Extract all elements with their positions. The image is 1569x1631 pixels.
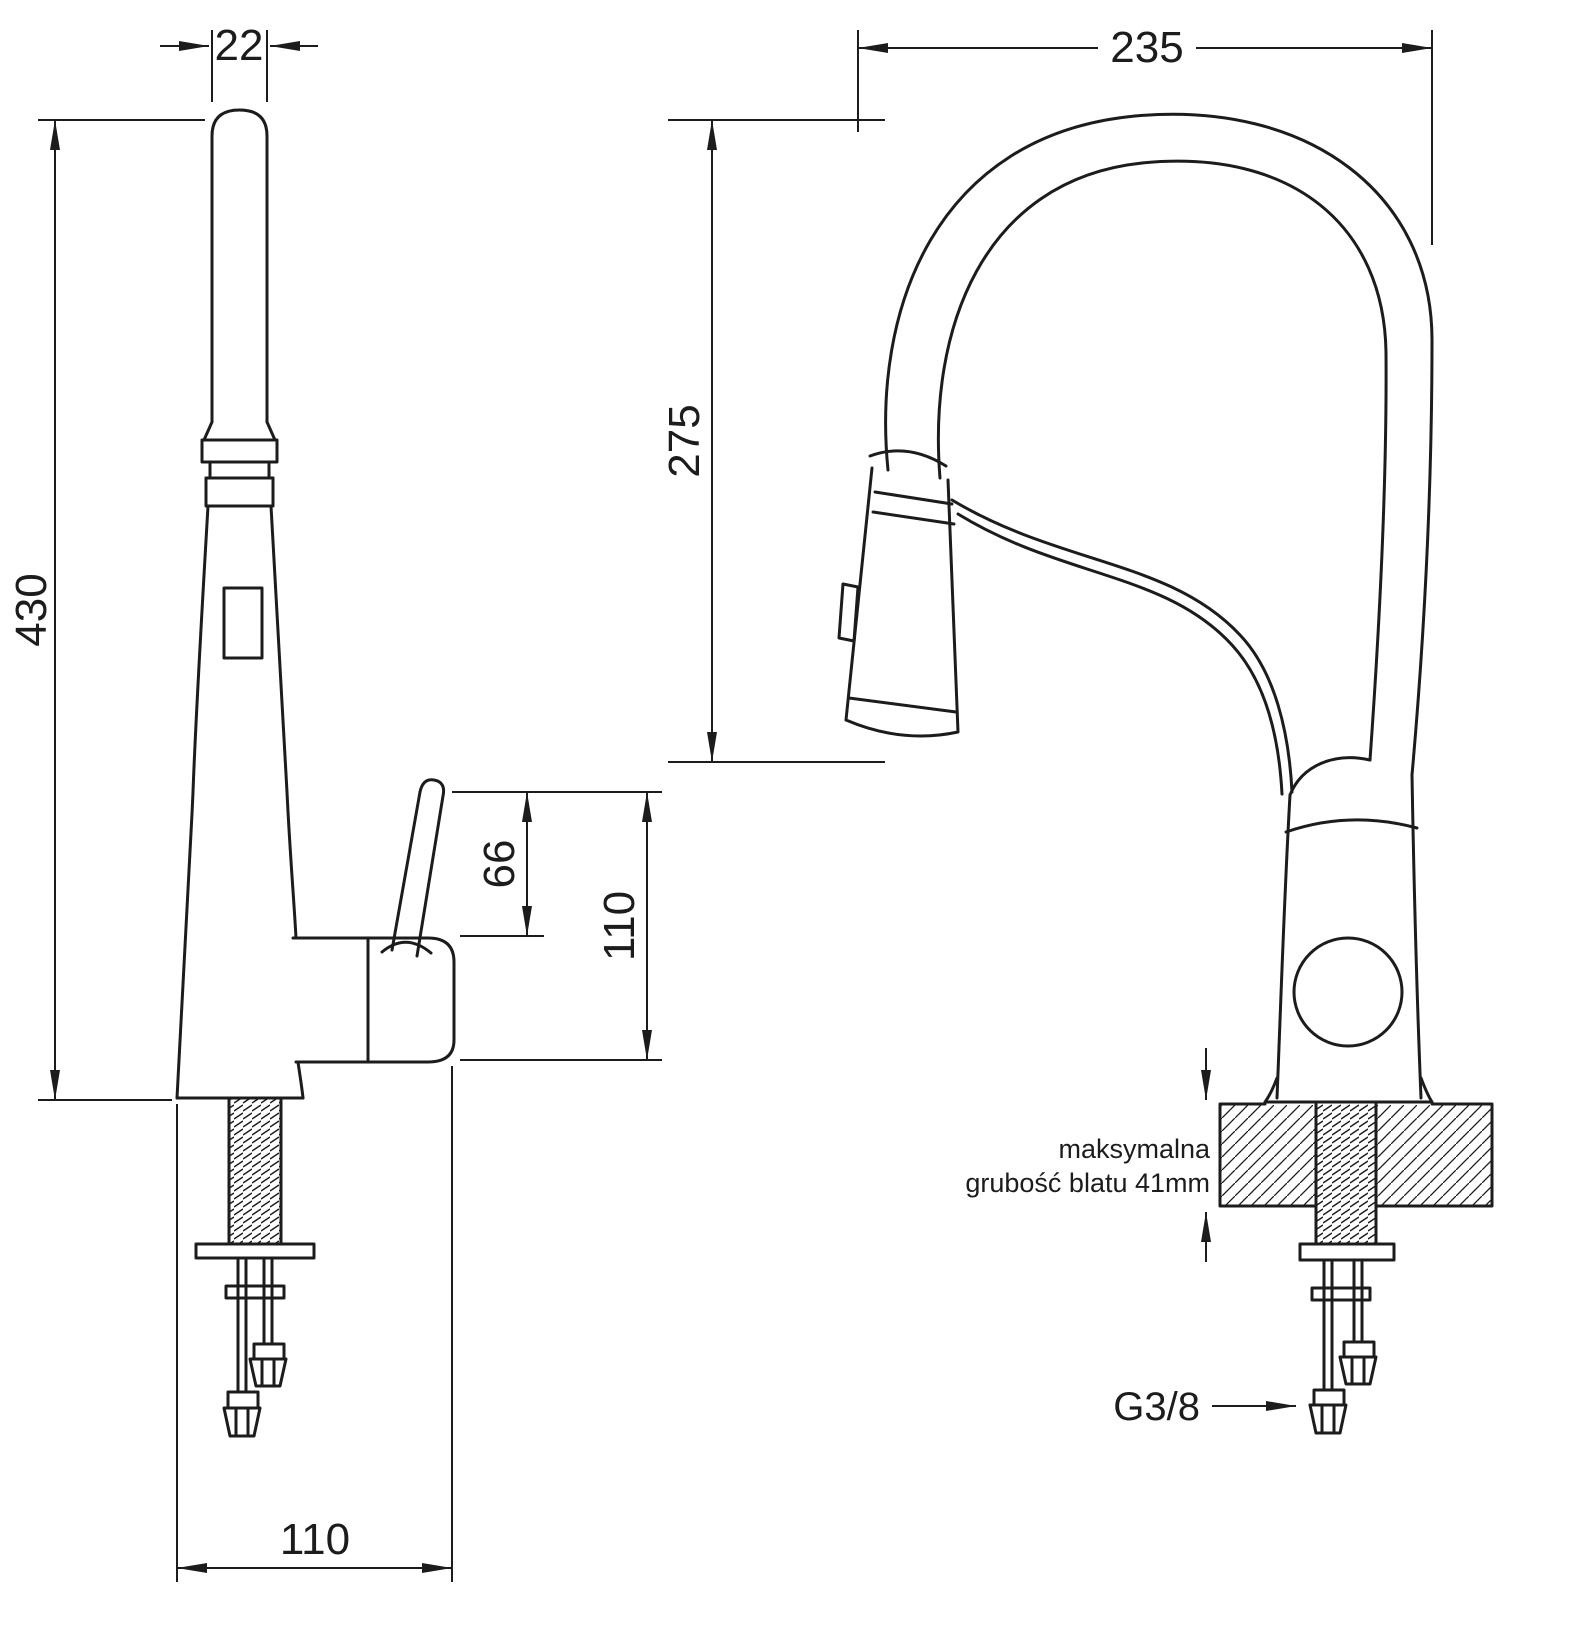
counter-note-line1: maksymalna xyxy=(1058,1134,1211,1164)
dim-spout-reach-label: 235 xyxy=(1110,23,1183,72)
dim-total-height-label: 430 xyxy=(7,573,56,646)
gooseneck-inner xyxy=(936,159,1388,762)
flexible-hose xyxy=(950,498,1294,794)
gooseneck-outer xyxy=(884,112,1434,777)
dim-base-depth: 110 xyxy=(176,1066,453,1582)
mounting-flange xyxy=(194,1242,316,1260)
hose-fitting xyxy=(248,1357,288,1388)
dim-base-depth-label: 110 xyxy=(280,1515,350,1564)
locknut xyxy=(1298,1242,1396,1262)
threaded-shank xyxy=(229,1098,281,1244)
sprayer-button xyxy=(837,582,860,643)
body-badge xyxy=(222,586,264,660)
dim-spout-clearance: 275 xyxy=(660,119,885,763)
hose-fitting xyxy=(1338,1355,1378,1386)
dim-handle-height: 66 110 xyxy=(452,791,662,1061)
countertop-hatch xyxy=(1221,1105,1315,1205)
spout-pipe xyxy=(210,108,269,424)
dim-spout-clearance-label: 275 xyxy=(660,404,709,477)
dim-spout-reach: 235 xyxy=(857,23,1433,245)
dim-handle-height-label: 66 xyxy=(475,840,524,889)
dim-spout-diameter-label: 22 xyxy=(215,21,264,70)
dim-spout-diameter: 22 xyxy=(160,21,318,102)
dim-total-height: 430 xyxy=(7,119,205,1101)
countertop xyxy=(1218,1102,1494,1208)
dim-valve-body-height-label: 110 xyxy=(595,891,644,961)
countertop-hatch xyxy=(1377,1105,1491,1205)
left-faucet-drawing xyxy=(175,108,456,1438)
valve-body xyxy=(291,936,456,1064)
thread-connection-label: G3/8 xyxy=(1113,1385,1296,1429)
threaded-shank xyxy=(1316,1104,1376,1244)
ball-joint xyxy=(1292,936,1404,1048)
sprayer-head xyxy=(844,466,960,738)
countertop-thickness-note: maksymalna grubość blatu 41mm xyxy=(965,1048,1211,1262)
right-faucet-drawing xyxy=(837,112,1494,1435)
left-view: 22 430 66 110 110 xyxy=(7,21,662,1582)
counter-note-line2: grubość blatu 41mm xyxy=(965,1168,1210,1198)
faucet-body xyxy=(175,504,210,1100)
hose-fitting xyxy=(1308,1403,1348,1435)
lever-handle xyxy=(390,778,446,958)
right-view: 235 275 maksymalna grubość blatu 41mm G3… xyxy=(660,23,1494,1435)
thread-size-label: G3/8 xyxy=(1113,1385,1200,1429)
hose-fitting xyxy=(222,1406,262,1438)
